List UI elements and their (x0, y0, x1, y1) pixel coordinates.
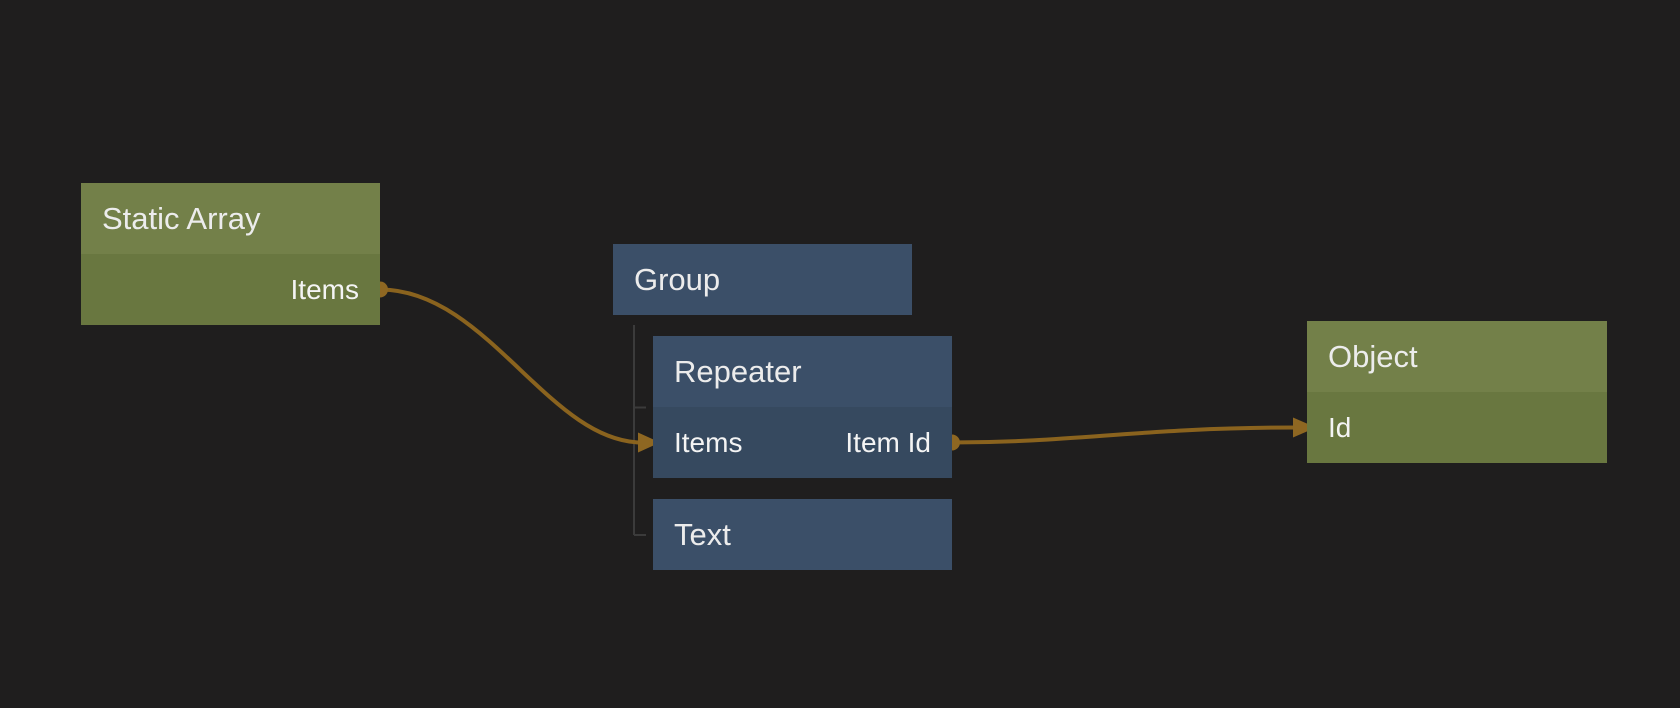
node-repeater-header: Repeater (653, 336, 952, 407)
connection-arrowhead-repeater-items (638, 432, 660, 453)
connection-repeater-item-id-to-object-id[interactable] (951, 425, 1298, 445)
node-group[interactable]: Group (613, 244, 912, 315)
node-static-array-port-row: Items (81, 254, 380, 325)
node-static-array-header: Static Array (81, 183, 380, 254)
port-label-repeater-items-input: Items (674, 426, 743, 458)
node-repeater[interactable]: Repeater Items Item Id (653, 336, 952, 478)
node-repeater-title: Repeater (674, 353, 802, 389)
port-label-static-array-items-output: Items (290, 273, 359, 305)
node-repeater-port-row: Items Item Id (653, 407, 952, 478)
node-object-header: Object (1307, 321, 1607, 392)
port-label-object-id-input: Id (1328, 411, 1352, 443)
node-static-array-title: Static Array (102, 200, 261, 236)
node-static-array[interactable]: Static Array Items (81, 183, 380, 325)
node-text-title: Text (674, 516, 731, 552)
node-object[interactable]: Object Id (1307, 321, 1607, 463)
node-group-title: Group (634, 261, 721, 297)
node-object-title: Object (1328, 338, 1418, 374)
hierarchy-lines (633, 325, 646, 536)
connection-static-array-items-to-repeater-items[interactable] (379, 287, 643, 445)
node-group-header: Group (613, 244, 912, 315)
node-text-header: Text (653, 499, 952, 570)
node-object-port-row: Id (1307, 392, 1607, 463)
node-text[interactable]: Text (653, 499, 952, 570)
connection-arrowhead-object-id (1293, 417, 1316, 438)
port-label-repeater-item-id-output: Item Id (845, 426, 931, 458)
